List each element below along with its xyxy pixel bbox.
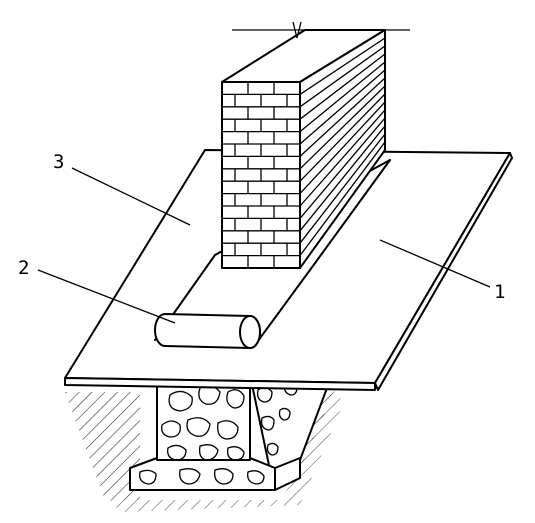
roll <box>154 313 261 349</box>
leader-line-2 <box>37 269 176 324</box>
leader-line-3 <box>71 167 191 226</box>
annotations: 1 2 3 <box>18 151 505 324</box>
label-1: 1 <box>494 281 505 303</box>
label-2: 2 <box>18 257 29 279</box>
brick-wall <box>221 21 410 269</box>
leader-line-1 <box>379 239 491 288</box>
label-3: 3 <box>53 151 64 173</box>
brick-courses-side <box>299 37 386 256</box>
brick-courses-front <box>222 82 300 268</box>
